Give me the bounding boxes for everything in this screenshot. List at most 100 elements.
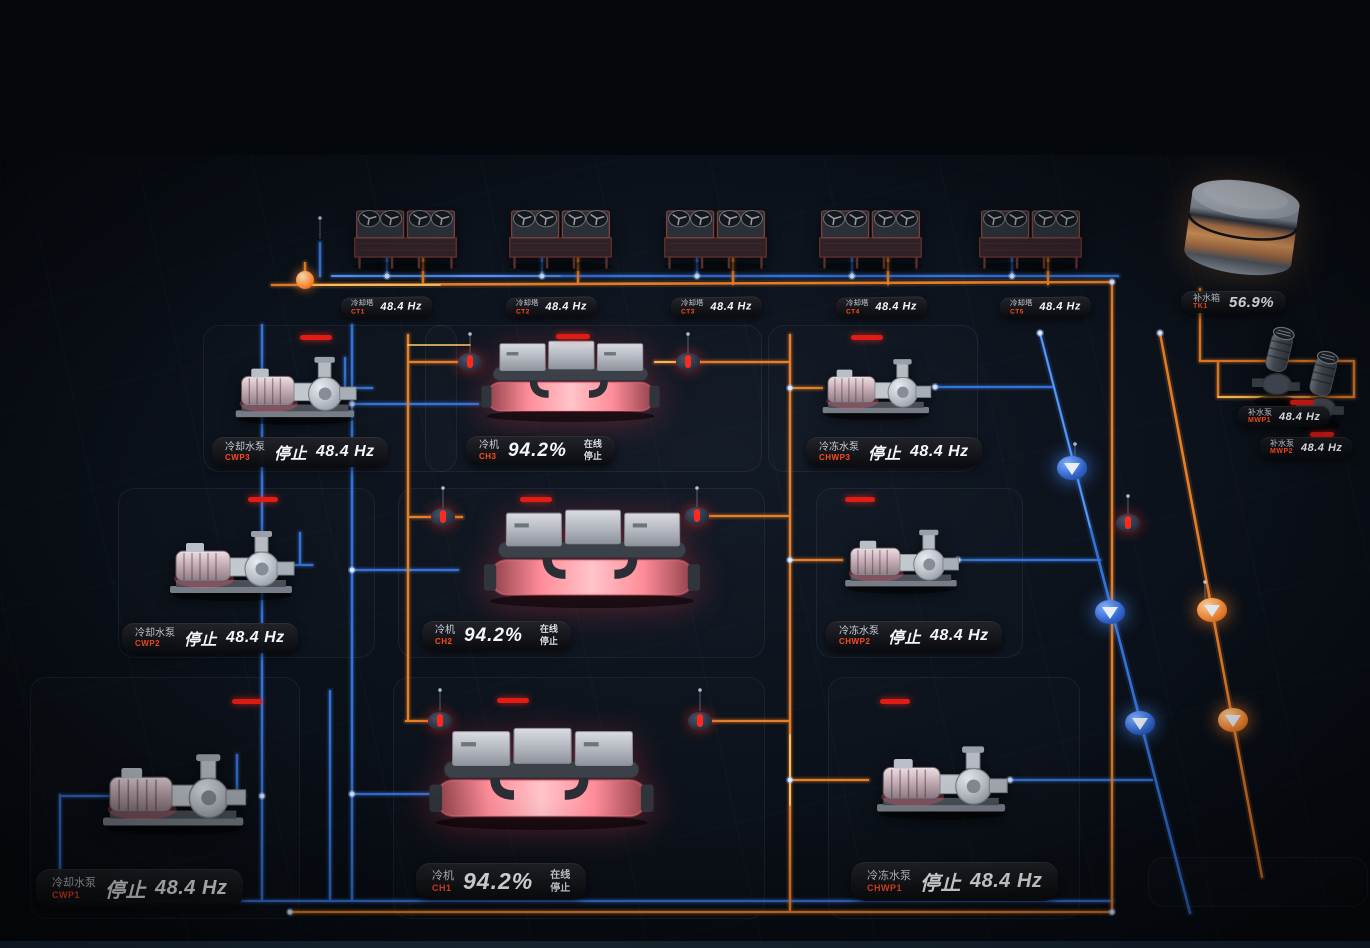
equip-status-line2: 停止 <box>550 882 571 894</box>
flow-down-icon[interactable] <box>1093 599 1127 631</box>
equip-value: 48.4 Hz <box>710 300 753 314</box>
cooling-tower-model-2[interactable] <box>503 195 618 273</box>
equip-id: CH2 <box>435 636 453 646</box>
chilled-pump-model-3[interactable] <box>814 351 936 423</box>
equip-value: 48.4 Hz <box>1301 441 1343 454</box>
valve-icon[interactable] <box>457 352 483 377</box>
equip-name: 冷却塔 <box>1009 298 1033 308</box>
bottom-edge-strip <box>0 941 1370 948</box>
chilled-pump-model-1[interactable] <box>864 738 1016 822</box>
equip-value: 48.4 Hz <box>1279 410 1321 423</box>
equip-name: 冷却塔 <box>845 298 869 308</box>
valve-icon[interactable] <box>675 352 701 377</box>
cool-pipe-ball-marker <box>312 227 328 243</box>
flow-down-icon[interactable] <box>1055 455 1089 487</box>
status-bar <box>300 335 332 340</box>
equip-id: CT1 <box>351 308 365 316</box>
chilled-pump-model-2[interactable] <box>836 521 964 597</box>
equip-name: 冷却塔 <box>350 298 374 308</box>
cooling-pump-model-2[interactable] <box>160 523 300 603</box>
equip-id: CH3 <box>479 451 497 461</box>
tank-level-value: 56.9% <box>1229 293 1275 311</box>
equip-value: 48.4 Hz <box>875 300 918 314</box>
equip-id: CWP2 <box>135 639 161 649</box>
equip-name: 冷冻水泵 <box>819 441 859 453</box>
equip-value: 48.4 Hz <box>380 300 423 314</box>
equip-value: 48.4 Hz <box>226 629 285 646</box>
cooling-pump-model-1[interactable] <box>86 745 258 837</box>
chiller-model-3[interactable] <box>478 333 663 425</box>
status-bar <box>497 698 529 703</box>
equip-status: 停止 <box>888 630 922 647</box>
flow-down-icon[interactable] <box>1123 710 1157 742</box>
equip-value: 48.4 Hz <box>970 870 1043 892</box>
chiller-model-1[interactable] <box>424 721 659 831</box>
cooling-pump-model-3[interactable] <box>226 349 362 427</box>
valve-icon[interactable] <box>1115 513 1141 538</box>
equip-status-line1: 在线 <box>583 439 602 449</box>
equip-id: CT3 <box>681 308 695 316</box>
equip-status: 停止 <box>184 632 218 649</box>
equip-status-line1: 在线 <box>550 869 571 881</box>
status-bar <box>556 334 590 339</box>
flow-down-icon[interactable] <box>1195 597 1229 629</box>
flow-down-icon[interactable] <box>1216 707 1250 739</box>
equip-id: CT5 <box>1010 308 1024 316</box>
equip-name: 冷冻水泵 <box>839 625 879 637</box>
equip-id: TK1 <box>1193 303 1208 311</box>
equip-id: CH1 <box>432 882 452 893</box>
valve-icon[interactable] <box>430 507 456 532</box>
equip-value: 48.4 Hz <box>910 443 969 460</box>
equip-name: 冷冻水泵 <box>867 870 911 882</box>
valve-icon[interactable] <box>427 711 453 736</box>
equip-id: MWP1 <box>1248 417 1271 425</box>
status-bar <box>520 497 552 502</box>
valve-icon[interactable] <box>687 711 713 736</box>
equip-id: CWP1 <box>52 889 81 900</box>
equip-id: CHWP2 <box>839 637 871 647</box>
equip-id: CHWP3 <box>819 453 851 463</box>
equip-name: 冷却水泵 <box>225 441 265 453</box>
equip-status: 停止 <box>274 446 308 463</box>
equip-name: 冷却塔 <box>515 298 539 308</box>
status-bar <box>851 335 883 340</box>
makeup-tank-model[interactable] <box>1180 165 1304 289</box>
equip-id: CT4 <box>846 308 860 316</box>
equip-load: 94.2% <box>464 624 523 646</box>
equip-status: 停止 <box>105 880 146 902</box>
status-bar <box>880 699 910 704</box>
equip-id: CHWP1 <box>867 882 903 893</box>
status-bar <box>248 497 278 502</box>
cooling-tower-model-1[interactable] <box>348 195 463 273</box>
equip-status-line2: 停止 <box>583 450 602 461</box>
cooling-tower-model-5[interactable] <box>973 195 1088 273</box>
equip-name: 冷机 <box>479 440 499 452</box>
equip-value: 48.4 Hz <box>316 443 375 460</box>
cooling-tower-model-3[interactable] <box>658 195 773 273</box>
valve-icon[interactable] <box>684 506 710 531</box>
equip-name: 冷却水泵 <box>135 627 175 639</box>
cooling-tower-model-4[interactable] <box>813 195 928 273</box>
status-bar <box>1290 400 1314 405</box>
equip-name: 补水泵 <box>1270 439 1294 448</box>
status-bar <box>232 699 262 704</box>
equip-name: 冷却水泵 <box>52 877 96 889</box>
equip-name: 冷机 <box>432 870 454 882</box>
